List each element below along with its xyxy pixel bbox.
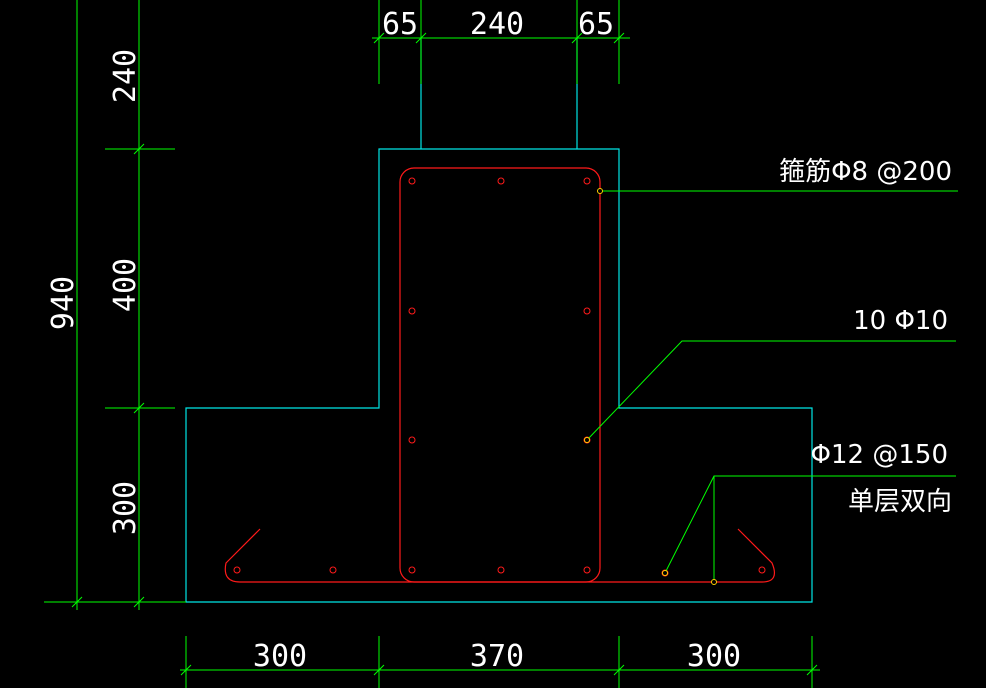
top-dimensions: 65 240 65 bbox=[372, 0, 630, 84]
rebar-dot bbox=[497, 566, 505, 574]
longitudinal-bars bbox=[408, 177, 591, 574]
longitudinal-leader bbox=[586, 340, 956, 441]
rebar-dot bbox=[408, 566, 416, 574]
footing-outline bbox=[185, 148, 813, 603]
dim-left-lower: 300 bbox=[108, 481, 143, 535]
dim-top-middle: 240 bbox=[470, 7, 524, 42]
left-dimensions: 940 240 400 300 bbox=[44, 0, 186, 610]
rebar-dot bbox=[583, 307, 591, 315]
rebar-dot bbox=[583, 177, 591, 185]
leaders bbox=[584, 188, 958, 585]
dim-left-middle: 400 bbox=[108, 258, 143, 312]
rebar-dot bbox=[497, 177, 505, 185]
bottom-bars-note: Φ12 @150 bbox=[811, 440, 948, 470]
rebar-dot bbox=[583, 566, 591, 574]
rebar-dot bbox=[408, 436, 416, 444]
dim-left-total: 940 bbox=[46, 276, 81, 330]
bottom-mesh-bar bbox=[224, 528, 775, 583]
stirrup bbox=[399, 167, 601, 583]
dim-top-left: 65 bbox=[382, 7, 418, 42]
bottom-dimensions: 300 370 300 bbox=[180, 636, 820, 688]
rebar-dot bbox=[408, 307, 416, 315]
rebar-dot bbox=[408, 177, 416, 185]
rebar-dot bbox=[758, 566, 766, 574]
rebar-dot bbox=[329, 566, 337, 574]
stirrup-note: 箍筋Φ8 @200 bbox=[779, 157, 952, 187]
dim-bottom-right: 300 bbox=[687, 639, 741, 674]
dim-bottom-middle: 370 bbox=[470, 639, 524, 674]
dim-left-upper: 240 bbox=[108, 49, 143, 103]
dim-bottom-left: 300 bbox=[253, 639, 307, 674]
dim-top-right: 65 bbox=[578, 7, 614, 42]
rebar-dot bbox=[233, 566, 241, 574]
bottom-bars-remark: 单层双向 bbox=[848, 487, 952, 517]
longitudinal-note: 10 Φ10 bbox=[853, 306, 948, 336]
concrete-outline bbox=[185, 38, 813, 603]
